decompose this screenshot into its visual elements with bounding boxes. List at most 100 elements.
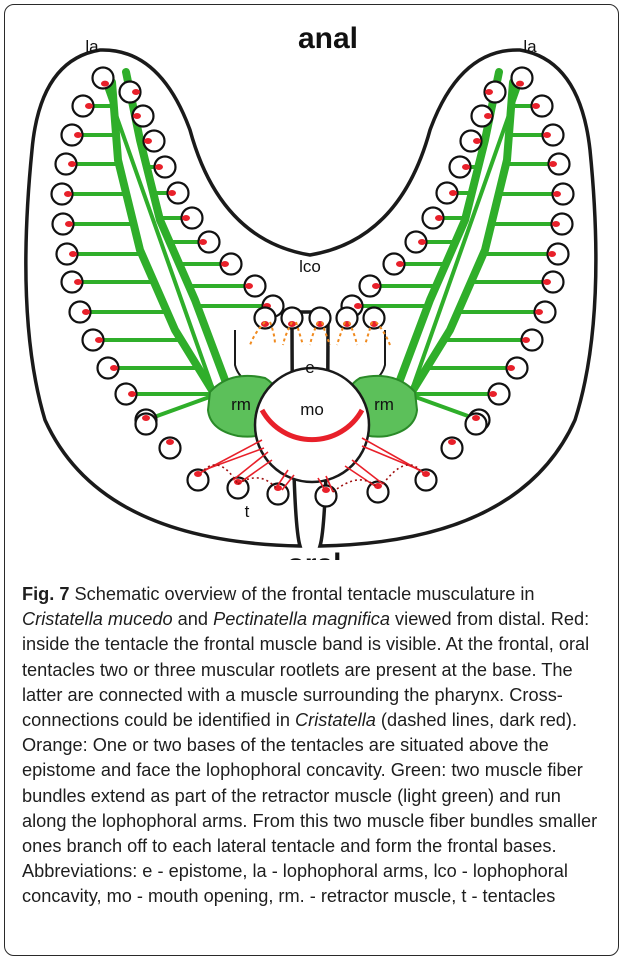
frontal-muscle-band [85, 103, 93, 109]
label-la-left: la [85, 37, 99, 56]
label-oral: oral [286, 548, 341, 560]
tentacle-left-outer [56, 154, 77, 175]
tentacle-right-inner [437, 183, 458, 204]
frontal-muscle-band [128, 391, 136, 397]
frontal-muscle-band [448, 439, 456, 445]
frontal-muscle-band [485, 89, 493, 95]
frontal-muscle-band [182, 215, 190, 221]
tentacle-right-inner [406, 232, 427, 253]
tentacle [282, 308, 303, 329]
tentacle-left-outer [62, 125, 83, 146]
tentacle-left-outer [93, 68, 114, 89]
frontal-muscle-band [418, 239, 426, 245]
tentacle [337, 308, 358, 329]
lateral-branch [410, 78, 522, 395]
tentacle-left-inner [133, 106, 154, 127]
frontal-muscle-band [110, 365, 118, 371]
tentacle-right-outer [552, 214, 573, 235]
tentacle [466, 414, 487, 435]
tentacle-right-inner [461, 131, 482, 152]
frontal-muscle-band [435, 215, 443, 221]
species-name-pectinatella: Pectinatella magnifica [213, 609, 390, 629]
frontal-muscle-band [69, 251, 77, 257]
frontal-muscle-band [82, 309, 90, 315]
frontal-muscle-band [199, 239, 207, 245]
tentacle [368, 482, 389, 503]
frontal-muscle-band [372, 283, 380, 289]
tentacle-right-inner [485, 82, 506, 103]
tentacle [442, 438, 463, 459]
label-la-right: la [523, 37, 537, 56]
frontal-muscle-band [535, 309, 543, 315]
tentacle-left-inner [199, 232, 220, 253]
frontal-muscle-band [489, 391, 497, 397]
tentacle-left-inner [245, 276, 266, 297]
tentacle [228, 478, 249, 499]
label-mo: mo [300, 400, 324, 419]
frontal-muscle-band [543, 132, 551, 138]
frontal-muscle-band [166, 439, 174, 445]
tentacle-left-inner [155, 157, 176, 178]
tentacle-left-outer [116, 384, 137, 405]
frontal-muscle-band [516, 81, 524, 87]
label-lco: lco [299, 257, 321, 276]
frontal-muscle-band [144, 138, 152, 144]
tentacle-right-outer [549, 154, 570, 175]
frontal-muscle-band [354, 303, 362, 309]
frontal-muscle-band [133, 113, 141, 119]
frontal-muscle-band [484, 113, 492, 119]
frontal-muscle-band [449, 190, 457, 196]
tentacle [316, 486, 337, 507]
tentacle-right-outer [507, 358, 528, 379]
tentacle-right-outer [535, 302, 556, 323]
frontal-muscle-band [155, 164, 163, 170]
tentacle-right-inner [360, 276, 381, 297]
tentacle-left-inner [221, 254, 242, 275]
frontal-muscle-band [221, 261, 229, 267]
frontal-muscle-band [548, 251, 556, 257]
frontal-muscle-band [549, 161, 557, 167]
tentacle-right-outer [543, 125, 564, 146]
tentacle-right-outer [489, 384, 510, 405]
tentacle [136, 414, 157, 435]
tentacle-right-inner [472, 106, 493, 127]
tentacle-right-inner [423, 208, 444, 229]
tentacle-right-outer [532, 96, 553, 117]
tentacle-left-outer [83, 330, 104, 351]
figure-caption: Fig. 7 Schematic overview of the frontal… [22, 582, 607, 910]
tentacle-right-inner [450, 157, 471, 178]
frontal-muscle-band [68, 161, 76, 167]
lateral-branch [103, 78, 215, 395]
label-anal: anal [298, 22, 358, 55]
tentacle-right-outer [548, 244, 569, 265]
label-rm-right: rm [374, 395, 394, 414]
caption-text-2: and [173, 609, 213, 629]
tentacle [188, 470, 209, 491]
tentacle [160, 438, 181, 459]
tentacle-left-outer [57, 244, 78, 265]
frontal-muscle-band [261, 321, 269, 327]
lophophore-diagram: anal oral la la lco e rm rm mo t [0, 0, 625, 560]
tentacle [416, 470, 437, 491]
tentacle [364, 308, 385, 329]
tentacle-right-inner [384, 254, 405, 275]
tentacle-left-outer [73, 96, 94, 117]
tentacle-right-outer [553, 184, 574, 205]
label-rm-left: rm [231, 395, 251, 414]
frontal-muscle-band [543, 279, 551, 285]
tentacle-left-outer [70, 302, 91, 323]
tentacle-left-inner [120, 82, 141, 103]
frontal-muscle-band [507, 365, 515, 371]
tentacle-left-inner [144, 131, 165, 152]
tentacle-left-inner [182, 208, 203, 229]
caption-text-4: (dashed lines, dark red). Orange: One or… [22, 710, 597, 906]
frontal-muscle-band [245, 283, 253, 289]
tentacle [255, 308, 276, 329]
frontal-muscle-band [65, 221, 73, 227]
tentacle-left-outer [98, 358, 119, 379]
frontal-muscle-band [472, 415, 480, 421]
tentacle-right-outer [543, 272, 564, 293]
figure-label: Fig. 7 [22, 584, 70, 604]
tentacle-left-outer [62, 272, 83, 293]
frontal-muscle-band [74, 132, 82, 138]
